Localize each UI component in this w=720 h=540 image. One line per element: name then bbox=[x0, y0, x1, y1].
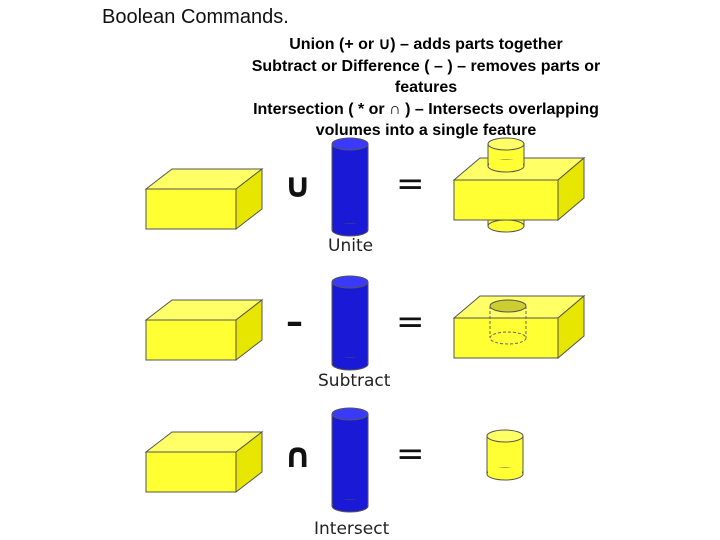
unite-box-illustration bbox=[144, 167, 264, 231]
intersect-equals-sign: = bbox=[396, 434, 425, 474]
union-operator: ∪ bbox=[284, 166, 312, 206]
intersect-label: Intersect bbox=[314, 519, 390, 539]
slide-title: Boolean Commands. bbox=[102, 6, 289, 28]
subtract-operator: – bbox=[286, 302, 303, 342]
intersection-description-line2: volumes into a single feature bbox=[315, 122, 537, 139]
unite-result-illustration bbox=[452, 137, 586, 233]
subtract-label: Subtract bbox=[318, 371, 391, 391]
unite-cylinder-illustration bbox=[331, 137, 369, 237]
subtract-cylinder-illustration bbox=[331, 275, 369, 371]
unite-label: Unite bbox=[328, 236, 374, 256]
subtract-box-illustration bbox=[144, 298, 264, 362]
intersection-description-line1: Intersection ( * or ∩ ) – Intersects ove… bbox=[253, 100, 599, 118]
intersect-operator: ∩ bbox=[284, 436, 312, 476]
subtract-result-illustration bbox=[452, 294, 586, 360]
description-block: Union (+ or ∪) – adds parts together Sub… bbox=[200, 34, 652, 142]
union-description: Union (+ or ∪) – adds parts together bbox=[289, 36, 563, 53]
subtract-description-line2: features bbox=[394, 79, 458, 96]
unite-equals-sign: = bbox=[396, 164, 425, 204]
subtract-equals-sign: = bbox=[396, 302, 425, 342]
intersect-result-illustration bbox=[486, 429, 524, 481]
intersect-box-illustration bbox=[144, 430, 264, 494]
subtract-description-line1: Subtract or Difference ( – ) – removes p… bbox=[251, 57, 601, 75]
intersect-cylinder-illustration bbox=[331, 407, 369, 513]
